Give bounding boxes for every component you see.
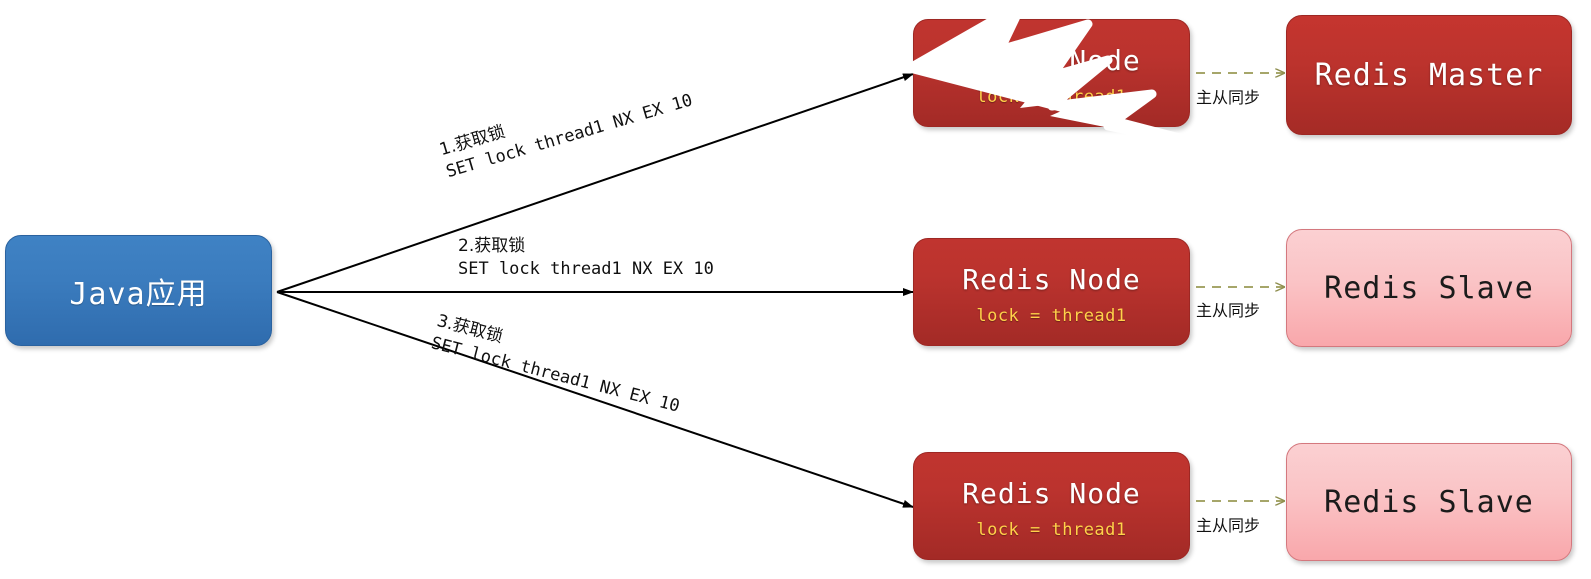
request-label-3: 3.获取锁 SET lock thread1 NX EX 10 (429, 310, 688, 418)
redis-node-2-label: Redis Node (962, 262, 1141, 296)
redis-node-2-state: lock = thread1 (976, 305, 1127, 326)
redis-master-label: Redis Master (1314, 57, 1544, 93)
request-arrow-3 (276, 291, 914, 508)
request-label-1: 1.获取锁 SET lock thread1 NX EX 10 (437, 67, 695, 184)
request-label-2: 2.获取锁 SET lock thread1 NX EX 10 (458, 235, 714, 281)
request-label-2-action: 2.获取锁 (458, 236, 526, 256)
redis-slave-1-label: Redis Slave (1324, 270, 1534, 306)
redis-master-node[interactable]: Redis Master (1286, 15, 1572, 135)
redis-node-3-state: lock = thread1 (976, 519, 1127, 540)
request-label-2-command: SET lock thread1 NX EX 10 (458, 258, 714, 279)
redis-node-3[interactable]: Redis Node lock = thread1 (913, 452, 1190, 560)
sync-label-1: 主从同步 (1196, 88, 1261, 107)
redis-node-1-state: lock = thread1 (976, 86, 1127, 107)
redis-node-3-label: Redis Node (962, 476, 1141, 510)
redis-node-2[interactable]: Redis Node lock = thread1 (913, 238, 1190, 346)
sync-label-3: 主从同步 (1196, 516, 1261, 535)
redis-slave-node-1[interactable]: Redis Slave (1286, 229, 1572, 347)
client-node-java[interactable]: Java应用 (5, 235, 272, 346)
redis-node-1[interactable]: Redis Node lock = thread1 (913, 19, 1190, 127)
redis-slave-2-label: Redis Slave (1324, 484, 1534, 520)
sync-label-2: 主从同步 (1196, 301, 1261, 320)
redis-slave-node-2[interactable]: Redis Slave (1286, 443, 1572, 561)
client-node-label: Java应用 (69, 276, 208, 312)
redis-node-1-label: Redis Node (962, 43, 1141, 77)
